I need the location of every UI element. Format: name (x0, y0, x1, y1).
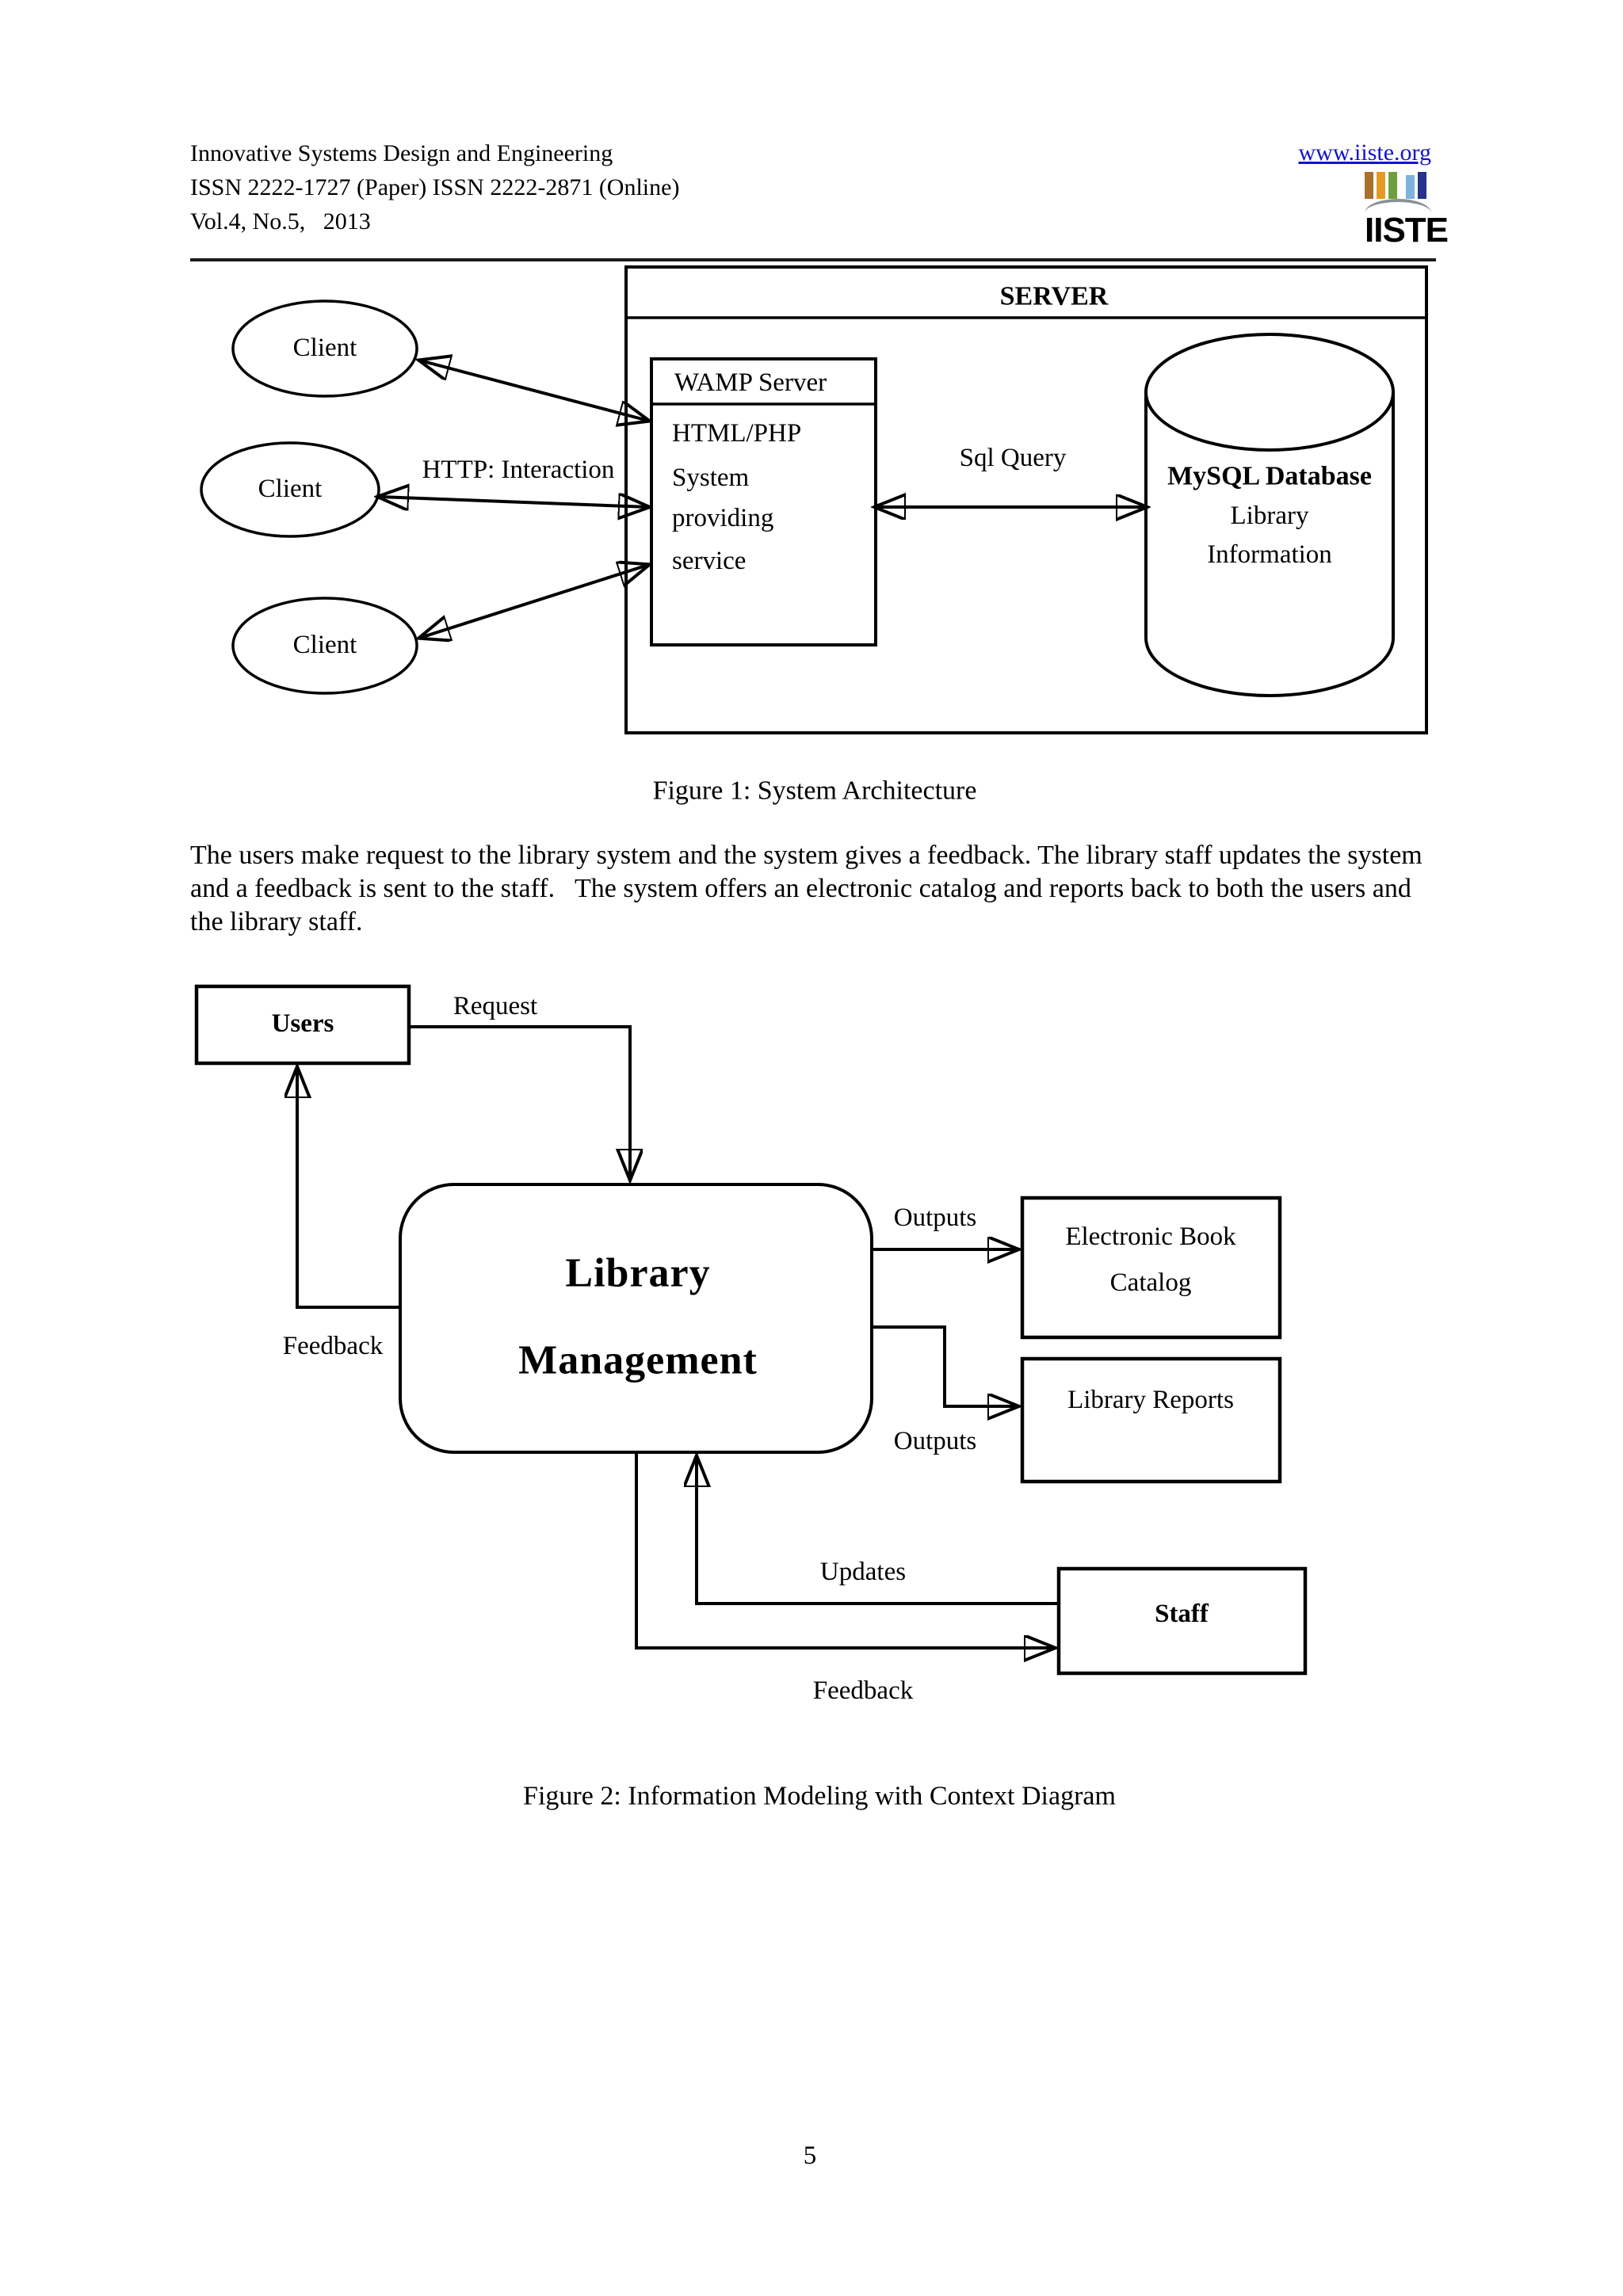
database-cylinder-bottom (1144, 637, 1395, 697)
client2-label: Client (258, 475, 323, 504)
staff-box (1056, 1566, 1308, 1676)
logo-bar-icon (1388, 172, 1397, 199)
iiste-logo: IISTE (1365, 172, 1449, 250)
http-interaction-label: HTTP: Interaction (422, 456, 615, 485)
iiste-logo-bars (1365, 172, 1448, 199)
website-link[interactable]: www.iiste.org (1298, 139, 1432, 166)
outputs-reports-arrow (872, 1325, 1018, 1406)
paragraph-line: and a feedback is sent to the staff. The… (190, 874, 1411, 903)
client1-http-arrow (420, 360, 648, 421)
wamp-line: providing (672, 504, 774, 533)
request-arrow (409, 1025, 630, 1179)
process-line-management: Management (518, 1337, 758, 1383)
outputs-bottom-label: Outputs (893, 1427, 977, 1456)
iiste-logo-text: IISTE (1365, 211, 1449, 250)
database-line: Library (1230, 502, 1309, 531)
feedback-staff-label: Feedback (812, 1676, 914, 1706)
server-label: SERVER (999, 281, 1109, 311)
staff-label: Staff (1155, 1600, 1209, 1629)
updates-arrow (697, 1457, 1059, 1605)
figure2-diagram (194, 984, 1308, 1676)
users-label: Users (271, 1009, 334, 1039)
client3-label: Client (292, 631, 357, 660)
logo-bar-icon (1418, 172, 1426, 199)
library-reports-box (1020, 1356, 1282, 1484)
request-label: Request (453, 992, 538, 1021)
mysql-database-label: MySQL Database (1167, 461, 1372, 491)
journal-volume: Vol.4, No.5, 2013 (190, 208, 371, 235)
feedback-users-label: Feedback (282, 1332, 384, 1361)
wamp-box (650, 357, 877, 646)
logo-swoosh-icon (1365, 199, 1431, 213)
sql-query-label: Sql Query (959, 444, 1067, 473)
wamp-line: System (672, 463, 750, 493)
outputs-top-label: Outputs (893, 1203, 977, 1233)
journal-title: Innovative Systems Design and Engineerin… (190, 140, 613, 166)
body-paragraph: The users make request to the library sy… (190, 839, 1458, 939)
catalog-line: Catalog (1109, 1268, 1192, 1298)
client1-label: Client (292, 334, 357, 363)
paragraph-line: the library staff. (190, 907, 363, 936)
client3-http-arrow (420, 565, 648, 638)
journal-issn: ISSN 2222-1727 (Paper) ISSN 2222-2871 (O… (190, 174, 680, 200)
wamp-title: WAMP Server (674, 368, 827, 398)
logo-bar-icon (1377, 172, 1385, 199)
wamp-line: service (672, 547, 747, 576)
page-number: 5 (803, 2142, 817, 2171)
client1-ellipse (231, 299, 418, 398)
header-divider (190, 258, 1436, 261)
electronic-book-catalog-box (1020, 1196, 1282, 1340)
logo-bar-icon (1406, 175, 1415, 199)
client3-ellipse (231, 597, 418, 695)
feedback-staff-arrow (635, 1452, 1054, 1648)
process-line-library: Library (565, 1250, 711, 1296)
library-management-box (399, 1183, 873, 1454)
figure1-caption: Figure 1: System Architecture (652, 776, 977, 806)
updates-label: Updates (819, 1558, 907, 1587)
feedback-users-arrow (297, 1068, 400, 1309)
catalog-line: Electronic Book (1065, 1222, 1236, 1252)
database-line: Information (1207, 540, 1332, 570)
wamp-line: HTML/PHP (672, 419, 802, 448)
database-cylinder-top (1144, 333, 1395, 452)
figure2-caption: Figure 2: Information Modeling with Cont… (523, 1781, 1116, 1811)
logo-bar-icon (1365, 172, 1373, 199)
figure1-diagram (200, 265, 1428, 734)
library-reports-label: Library Reports (1067, 1386, 1234, 1415)
client2-http-arrow (379, 497, 648, 507)
paragraph-line: The users make request to the library sy… (190, 841, 1423, 870)
